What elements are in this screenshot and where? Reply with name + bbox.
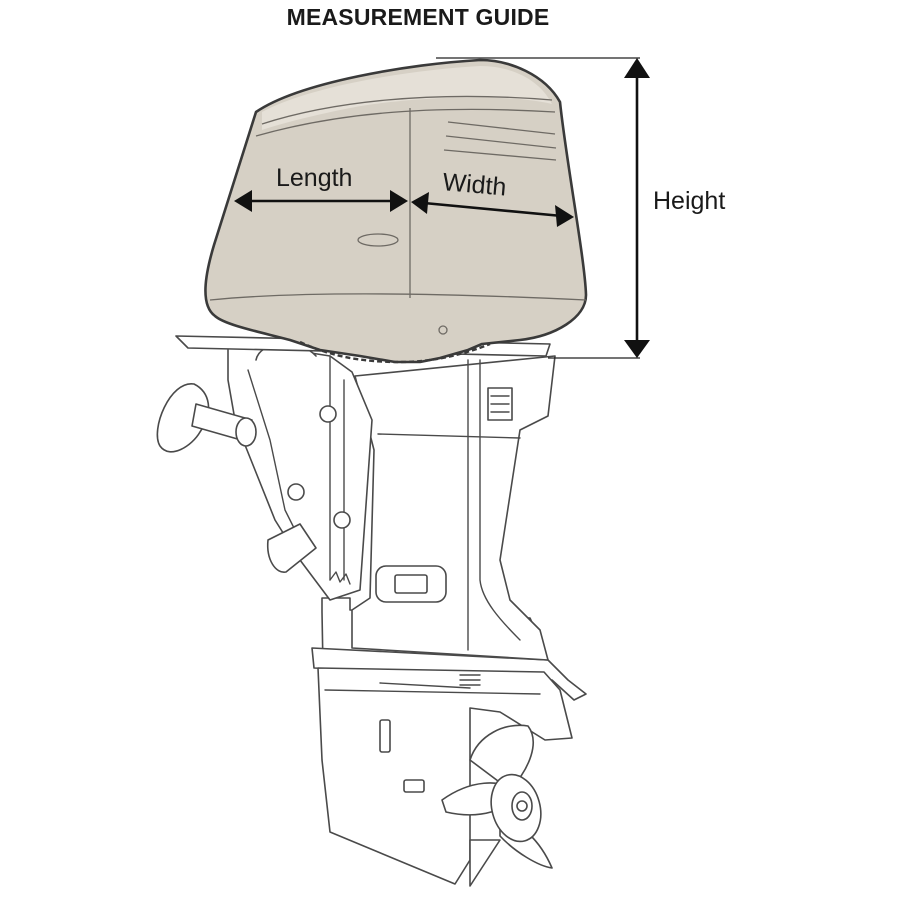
cowling-shape (204, 58, 588, 364)
page-title: MEASUREMENT GUIDE (286, 4, 550, 30)
propeller (441, 724, 553, 869)
transom-bracket (156, 335, 551, 601)
engine-cover (204, 58, 588, 364)
width-dimension (411, 192, 574, 227)
width-arrow-left (411, 192, 429, 214)
length-dimension (234, 190, 408, 212)
height-label: Height (653, 187, 725, 215)
length-arrow-left (234, 190, 252, 212)
height-arrow-bottom (624, 340, 650, 358)
midsection (351, 355, 556, 661)
width-arrow-right (555, 205, 574, 227)
length-label: Length (276, 164, 352, 192)
height-arrow-top (624, 58, 650, 78)
length-arrow-right (390, 190, 408, 212)
width-label: Width (441, 168, 507, 201)
height-dimension (436, 57, 650, 359)
